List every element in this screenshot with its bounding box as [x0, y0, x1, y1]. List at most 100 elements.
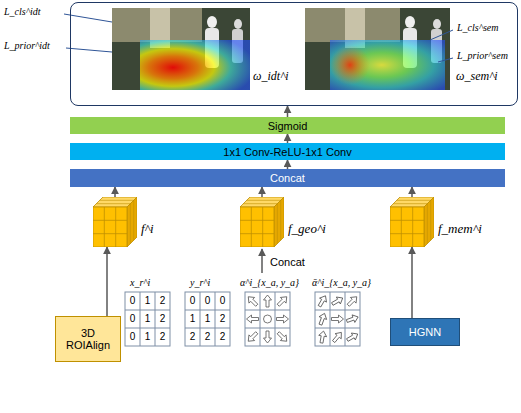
drawing-shape: [245, 328, 290, 329]
drawing-shape: [412, 207, 413, 247]
feature-label: f^i: [141, 221, 154, 237]
drawing-shape: [234, 19, 242, 29]
drawing-shape: [397, 200, 431, 201]
drawing-shape: [345, 292, 346, 346]
connector-arrow: [287, 160, 289, 169]
drawing-shape: [93, 207, 127, 247]
loss-label: L_prior^idt: [4, 40, 50, 51]
grid-value: 0: [200, 292, 215, 310]
grid-value: 2: [215, 328, 230, 346]
connector-arrow: [261, 187, 263, 197]
offset-arrow: [245, 294, 259, 308]
drawing-shape: [315, 328, 360, 329]
drawing-shape: [251, 207, 252, 247]
drawing-shape: [140, 40, 250, 90]
concat-bar: Concat: [70, 169, 505, 187]
drawing-shape: [390, 207, 424, 247]
offset-arrow: [264, 295, 272, 307]
video-frame-sem: [305, 8, 450, 90]
drawing-shape: [100, 200, 134, 201]
drawing-shape: [66, 48, 112, 52]
loss-label: L_cls^sem: [457, 22, 498, 33]
drawing-shape: [243, 203, 277, 204]
grid-value: 2: [155, 292, 170, 310]
grid-value: 0: [185, 292, 200, 310]
drawing-shape: [330, 40, 445, 90]
grid-value: 0: [125, 310, 140, 328]
offset-arrow: [275, 330, 289, 344]
feature-map: f_mem^i: [390, 197, 434, 247]
drawing-shape: [261, 249, 263, 273]
sigmoid-bar: Sigmoid: [70, 117, 505, 134]
drawing-shape: [390, 220, 424, 221]
weight-map-label: ω_sem^i: [456, 69, 498, 84]
drawing-shape: [330, 45, 370, 85]
drawing-shape: [64, 14, 112, 22]
offset-arrow: [345, 294, 359, 308]
drawing-shape: [245, 310, 290, 311]
grid-value: 1: [200, 310, 215, 328]
connector-arrow: [287, 134, 289, 143]
drawing-shape: [433, 19, 441, 29]
offset-arrow: [316, 294, 329, 308]
grid-value: 2: [155, 310, 170, 328]
feature-map: f_geo^i: [240, 197, 284, 247]
drawing-shape: [112, 8, 250, 90]
roialign-box: 3D ROIAlign: [55, 316, 121, 362]
connector-arrow: [114, 187, 116, 197]
offset-arrow: [345, 313, 359, 325]
drawing-shape: [185, 328, 230, 329]
coordinate-grids: [125, 292, 360, 346]
drawing-shape: [93, 220, 127, 221]
drawing-shape: [401, 207, 402, 247]
feature-cube: [390, 197, 434, 247]
grid-title: α^i_{x_a, y_a}: [240, 277, 299, 288]
drawing-shape: [262, 207, 263, 247]
offset-arrow: [317, 312, 329, 326]
drawing-shape: [125, 328, 170, 329]
connector-arrow: [287, 106, 289, 117]
drawing-shape: [93, 233, 127, 234]
drawing-shape: [155, 292, 156, 346]
grid-value: 1: [140, 310, 155, 328]
drawing-shape: [125, 310, 170, 311]
leader-lines: [64, 14, 453, 62]
drawing-shape: [127, 197, 137, 247]
grid-title: x_r^i: [130, 277, 150, 288]
layer-label: Concat: [270, 172, 305, 184]
offset-arrow: [318, 330, 328, 343]
layer-label: Sigmoid: [268, 120, 308, 132]
grid-value: 0: [125, 292, 140, 310]
video-frame-idt: [112, 8, 250, 90]
offset-arrow: [345, 331, 359, 344]
grid-value: 1: [185, 310, 200, 328]
drawing-shape: [140, 292, 141, 346]
operation-label: Concat: [270, 256, 305, 268]
feature-label: f_mem^i: [438, 221, 482, 237]
module-label: 3D ROIAlign: [59, 327, 117, 351]
drawing-shape: [240, 220, 274, 221]
drawing-shape: [104, 207, 105, 247]
offset-arrow: [275, 294, 289, 308]
drawing-shape: [424, 197, 434, 247]
offset-arrow: [331, 330, 345, 344]
module-label: HGNN: [409, 326, 441, 338]
grid-value: 2: [200, 328, 215, 346]
drawing-shape: [247, 200, 281, 201]
drawing-shape: [330, 292, 331, 346]
weight-map-label: ω_idt^i: [253, 69, 289, 84]
drawing-shape: [185, 310, 230, 311]
drawing-shape: [275, 292, 276, 346]
drawing-shape: [200, 292, 201, 346]
offset-arrows: [245, 294, 359, 344]
drawing-shape: [277, 204, 278, 244]
connector-arrow: [411, 247, 413, 318]
offset-arrow: [332, 315, 344, 323]
loss-label: L_cls^idt: [4, 6, 40, 17]
connector-arrow: [106, 247, 108, 316]
connector-arrow: [411, 187, 413, 197]
offset-arrow: [245, 330, 259, 344]
offset-arrow: [330, 295, 344, 308]
drawing-shape: [315, 310, 360, 311]
